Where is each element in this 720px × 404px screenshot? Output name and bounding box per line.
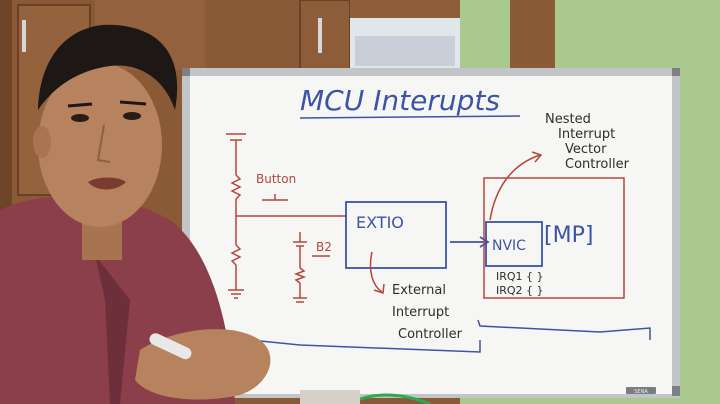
circuit-diagram [226,133,346,303]
irq2-label: IRQ2 { } [496,284,544,297]
mp-label: [MP] [544,223,593,248]
brand-tag-text: SENA [634,389,648,395]
bracket-left [249,339,481,353]
desk-item [300,390,360,404]
extio-callout-arrow [369,251,383,293]
left-ear [33,126,51,158]
left-eye [71,114,89,122]
mouth [88,177,126,190]
right-eye [123,112,141,120]
whiteboard-surface [190,76,672,394]
hair [38,24,178,110]
marker-pen [149,333,192,360]
bracket-right [477,319,651,340]
nvic-callout-arrow [489,154,541,221]
external-line2: Interrupt [392,305,449,320]
nested-line2: Interrupt [558,127,615,142]
nvic-label: NVIC [492,238,526,254]
nested-line3: Vector [565,142,607,157]
cabinet-handle [22,20,26,52]
board-title: MCU Interupts [300,84,500,117]
irq1-label: IRQ1 { } [496,270,544,283]
presenter [0,24,271,404]
button-label: Button [256,172,296,186]
mcu-box [483,177,625,299]
extio-label: EXTIO [356,213,404,232]
nested-line1: Nested [545,112,591,127]
external-line3: Controller [398,327,463,342]
nvic-box [485,221,543,267]
extio-box [345,201,447,269]
external-line1: External [392,283,446,298]
b2-label: B2 [316,240,332,254]
brand-tag [626,387,656,394]
nested-line4: Controller [565,157,630,172]
